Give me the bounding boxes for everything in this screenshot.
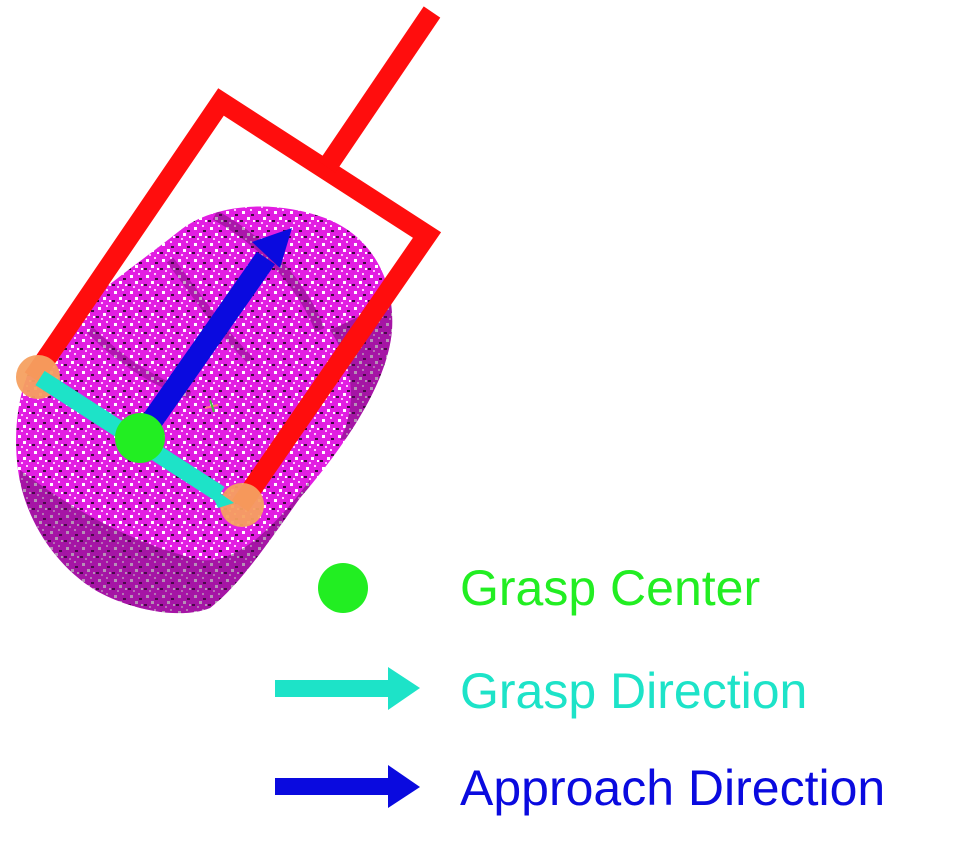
approach-direction-arrow bbox=[130, 228, 292, 445]
point-cloud-body bbox=[16, 206, 393, 614]
legend-label-grasp-direction: Grasp Direction bbox=[460, 663, 808, 719]
axis-tick bbox=[209, 399, 215, 413]
legend-symbols bbox=[275, 563, 420, 808]
legend-grasp-direction-arrow bbox=[275, 667, 420, 710]
gripper-stem bbox=[318, 6, 441, 173]
parallel-jaw-gripper-icon bbox=[24, 6, 442, 512]
point-cloud-object bbox=[16, 206, 393, 614]
legend-label-approach-direction: Approach Direction bbox=[460, 760, 886, 816]
legend-approach-direction-arrow bbox=[275, 765, 420, 808]
legend-grasp-center-dot bbox=[318, 563, 368, 613]
grasp-center-dot bbox=[115, 413, 165, 463]
legend-label-grasp-center: Grasp Center bbox=[460, 560, 761, 616]
contact-point-icon bbox=[220, 483, 264, 527]
gripper-frame bbox=[24, 88, 442, 512]
